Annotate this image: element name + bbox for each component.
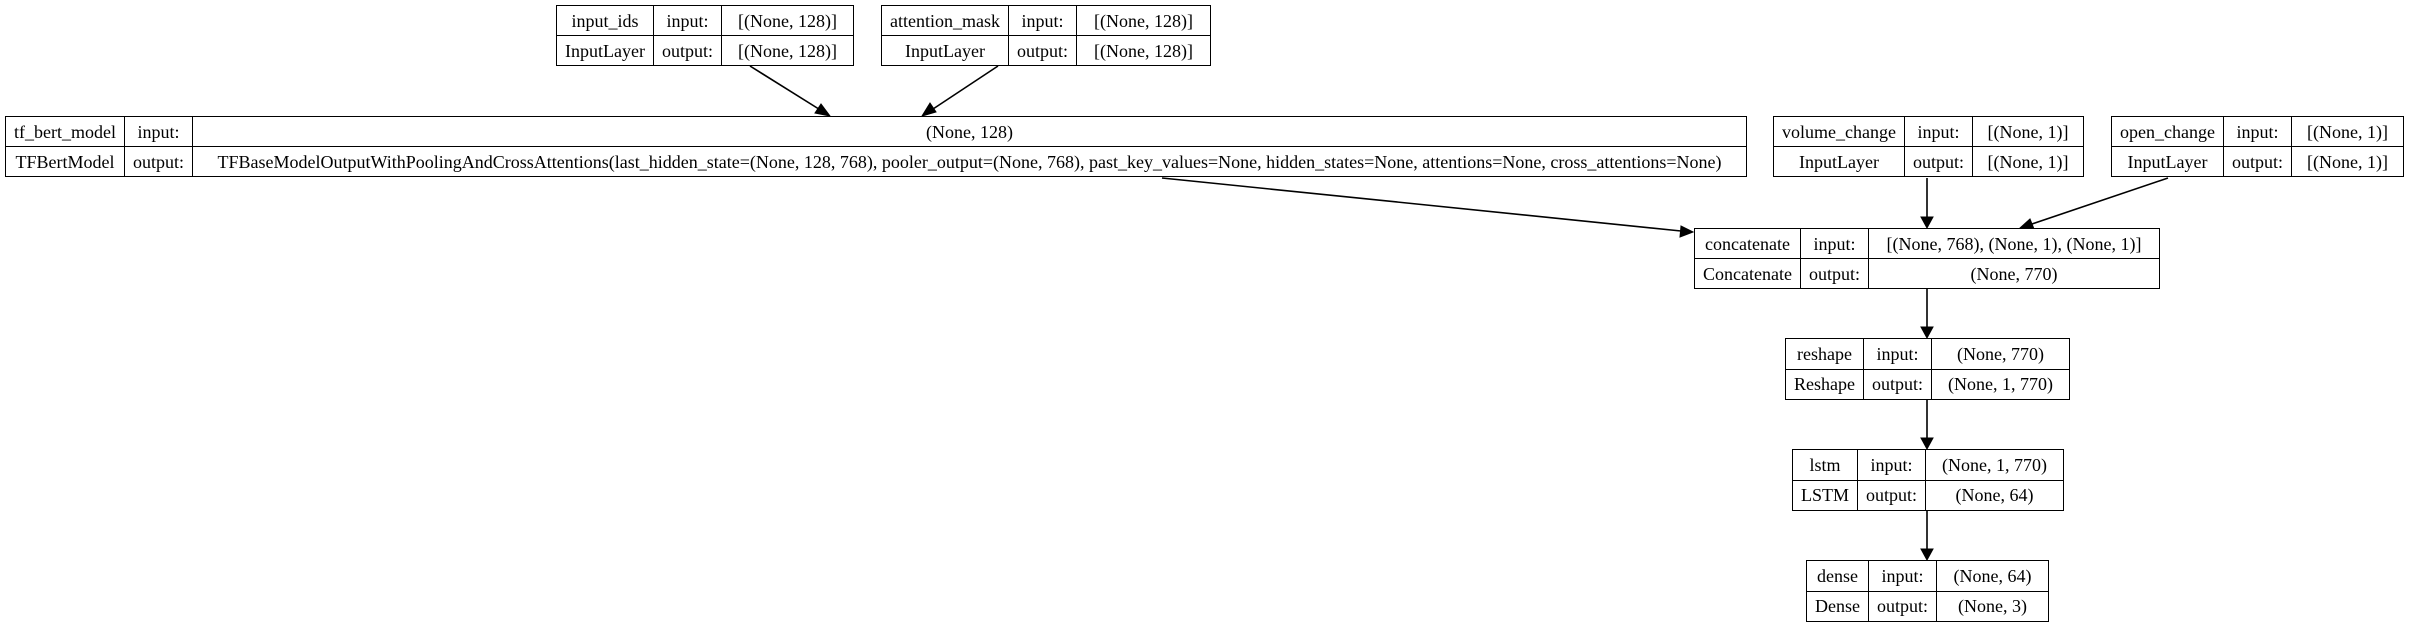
input-label: input:	[1007, 6, 1078, 36]
input-label: input:	[1857, 450, 1927, 481]
output-shape: (None, 64)	[1925, 479, 2063, 510]
output-label: output:	[1862, 368, 1933, 399]
node-tf-bert-model: tf_bert_model input: (None, 128) TFBertM…	[5, 116, 1747, 177]
input-label: input:	[123, 117, 194, 147]
input-shape: (None, 64)	[1936, 561, 2048, 592]
layer-name: concatenate	[1695, 229, 1801, 259]
node-volume-change: volume_change input: [(None, 1)] InputLa…	[1773, 116, 2084, 177]
input-label: input:	[1862, 339, 1933, 370]
layer-name: volume_change	[1774, 117, 1905, 147]
layer-type: InputLayer	[2112, 146, 2224, 176]
input-shape: (None, 128)	[192, 117, 1746, 147]
layer-name: reshape	[1786, 339, 1864, 370]
input-label: input:	[652, 6, 722, 36]
input-shape: [(None, 1)]	[1971, 117, 2083, 147]
arrowhead-volume_change-to-concatenate	[1920, 216, 1934, 230]
input-shape: (None, 1, 770)	[1925, 450, 2063, 481]
input-shape: [(None, 128)]	[720, 6, 853, 36]
output-shape: (None, 3)	[1936, 590, 2048, 621]
output-label: output:	[652, 35, 722, 65]
node-lstm: lstm input: (None, 1, 770) LSTM output: …	[1792, 449, 2064, 511]
layer-type: TFBertModel	[6, 146, 125, 176]
arrowhead-lstm-to-dense	[1920, 548, 1934, 562]
layer-name: attention_mask	[882, 6, 1009, 36]
edge-input_ids-to-tf_bert_model	[749, 65, 823, 112]
node-input-ids: input_ids input: [(None, 128)] InputLaye…	[556, 5, 854, 66]
layer-name: input_ids	[557, 6, 654, 36]
output-shape: (None, 1, 770)	[1931, 368, 2069, 399]
output-label: output:	[1903, 146, 1973, 176]
output-label: output:	[1867, 590, 1938, 621]
node-open-change: open_change input: [(None, 1)] InputLaye…	[2111, 116, 2404, 177]
arrowhead-input_ids-to-tf_bert_model	[814, 103, 832, 117]
output-shape: [(None, 128)]	[720, 35, 853, 65]
output-shape: [(None, 128)]	[1076, 35, 1210, 65]
output-shape: TFBaseModelOutputWithPoolingAndCrossAtte…	[192, 146, 1746, 176]
edge-open_change-to-concatenate	[2031, 177, 2169, 225]
layer-type: InputLayer	[882, 35, 1009, 65]
layer-name: lstm	[1793, 450, 1859, 481]
output-label: output:	[1007, 35, 1078, 65]
input-label: input:	[1799, 229, 1869, 259]
node-concatenate: concatenate input: [(None, 768), (None, …	[1694, 228, 2160, 289]
layer-type: Dense	[1807, 590, 1869, 621]
output-shape: [(None, 1)]	[2290, 146, 2403, 176]
arrowhead-attention_mask-to-tf_bert_model	[920, 102, 937, 117]
layer-type: InputLayer	[1774, 146, 1905, 176]
edge-tf_bert_model-to-concatenate	[1161, 177, 1682, 232]
input-shape: (None, 770)	[1931, 339, 2069, 370]
layer-type: Concatenate	[1695, 258, 1801, 288]
output-shape: (None, 770)	[1867, 258, 2159, 288]
layer-type: LSTM	[1793, 479, 1859, 510]
node-reshape: reshape input: (None, 770) Reshape outpu…	[1785, 338, 2070, 400]
layer-name: dense	[1807, 561, 1869, 592]
input-shape: [(None, 1)]	[2290, 117, 2403, 147]
input-shape: [(None, 128)]	[1076, 6, 1210, 36]
input-label: input:	[1867, 561, 1938, 592]
output-label: output:	[1799, 258, 1869, 288]
arrowhead-reshape-to-lstm	[1920, 437, 1934, 451]
output-label: output:	[123, 146, 194, 176]
layer-type: InputLayer	[557, 35, 654, 65]
edge-attention_mask-to-tf_bert_model	[929, 65, 999, 112]
output-label: output:	[2222, 146, 2292, 176]
input-shape: [(None, 768), (None, 1), (None, 1)]	[1867, 229, 2159, 259]
output-label: output:	[1857, 479, 1927, 510]
node-attention-mask: attention_mask input: [(None, 128)] Inpu…	[881, 5, 1211, 66]
layer-type: Reshape	[1786, 368, 1864, 399]
arrowhead-concatenate-to-reshape	[1920, 326, 1934, 340]
arrowhead-tf_bert_model-to-concatenate	[1679, 225, 1695, 238]
input-label: input:	[1903, 117, 1973, 147]
layer-name: tf_bert_model	[6, 117, 125, 147]
output-shape: [(None, 1)]	[1971, 146, 2083, 176]
node-dense: dense input: (None, 64) Dense output: (N…	[1806, 560, 2049, 622]
input-label: input:	[2222, 117, 2292, 147]
layer-name: open_change	[2112, 117, 2224, 147]
